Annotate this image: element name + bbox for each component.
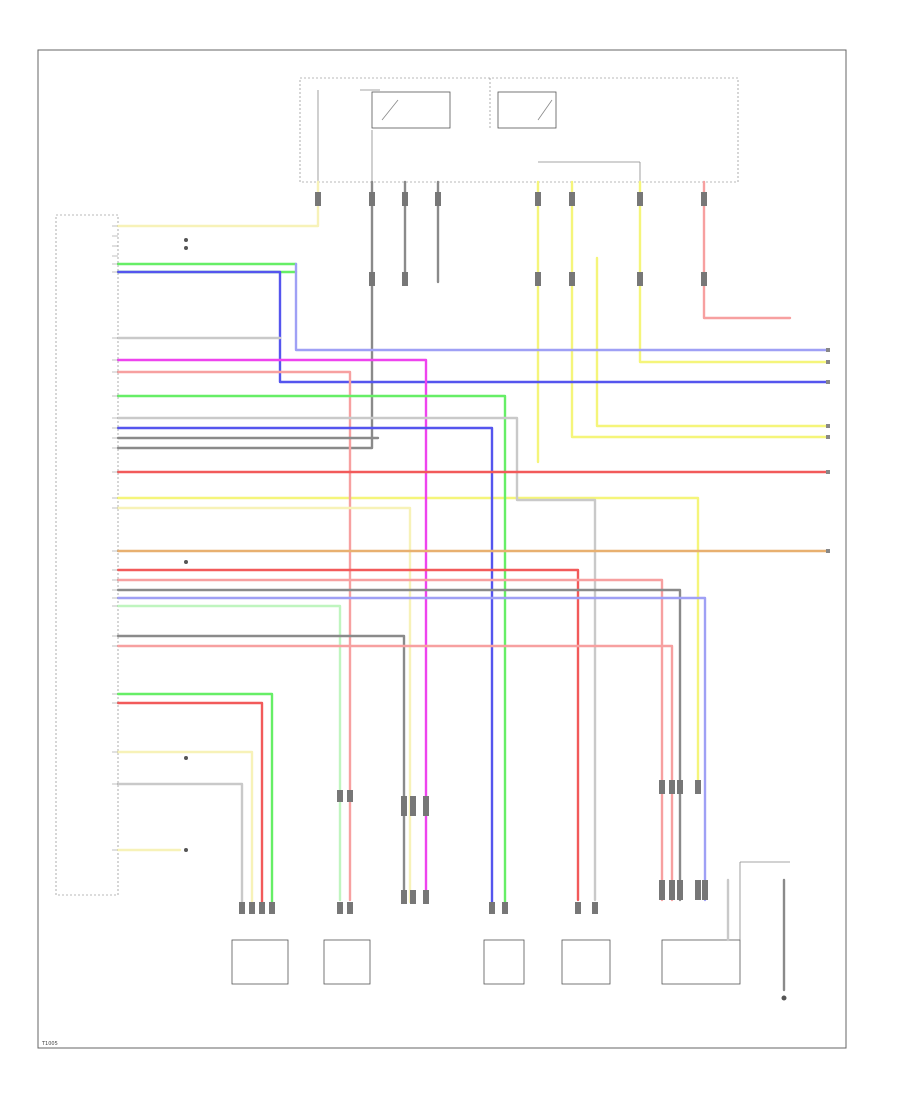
wire-yellow-4 [595,256,828,428]
relay-right [497,91,557,129]
wire-gray-1 [116,180,374,450]
wire-magenta-1 [116,358,428,902]
connector-box-1 [231,939,289,985]
splice-dots [184,238,787,1001]
wire-yellow-5 [638,180,828,364]
connector-box-4 [561,939,611,985]
wire-blue-1 [116,270,828,384]
junction-block-outline [299,77,739,183]
wire-gray-5 [116,416,597,902]
wire-yellow-7 [116,506,412,904]
wire-red-2 [116,568,580,902]
wire-green-4 [116,692,274,904]
wire-gray-9 [116,782,244,904]
wire-gray-7 [116,588,682,902]
ecm-pin-stubs [112,225,118,851]
wire-pink-1 [702,180,792,320]
wire-blue-2 [294,262,828,352]
connector-box-2 [323,939,371,985]
wire-red-3 [116,701,264,904]
wire-pink-4 [116,644,674,902]
connector-box-3 [483,939,525,985]
wire-yellow-8 [116,750,254,904]
wire-green-3 [116,394,507,904]
wire-blue-3 [116,426,494,904]
relay-left [360,89,451,129]
right-edge-terminals [826,348,830,553]
ecm-module-outline [55,214,119,896]
diagram-frame [37,49,847,1049]
wire-blue-4 [116,596,707,902]
wire-yellow-3 [570,180,828,439]
terminal-marks [239,192,708,914]
page-code: T1005 [41,1041,58,1047]
wire-pink-3 [116,578,664,902]
wire-yellow-6 [116,496,700,792]
connector-box-5 [661,939,741,985]
wire-red-1 [116,370,352,902]
wire-yellow-1 [116,180,320,228]
